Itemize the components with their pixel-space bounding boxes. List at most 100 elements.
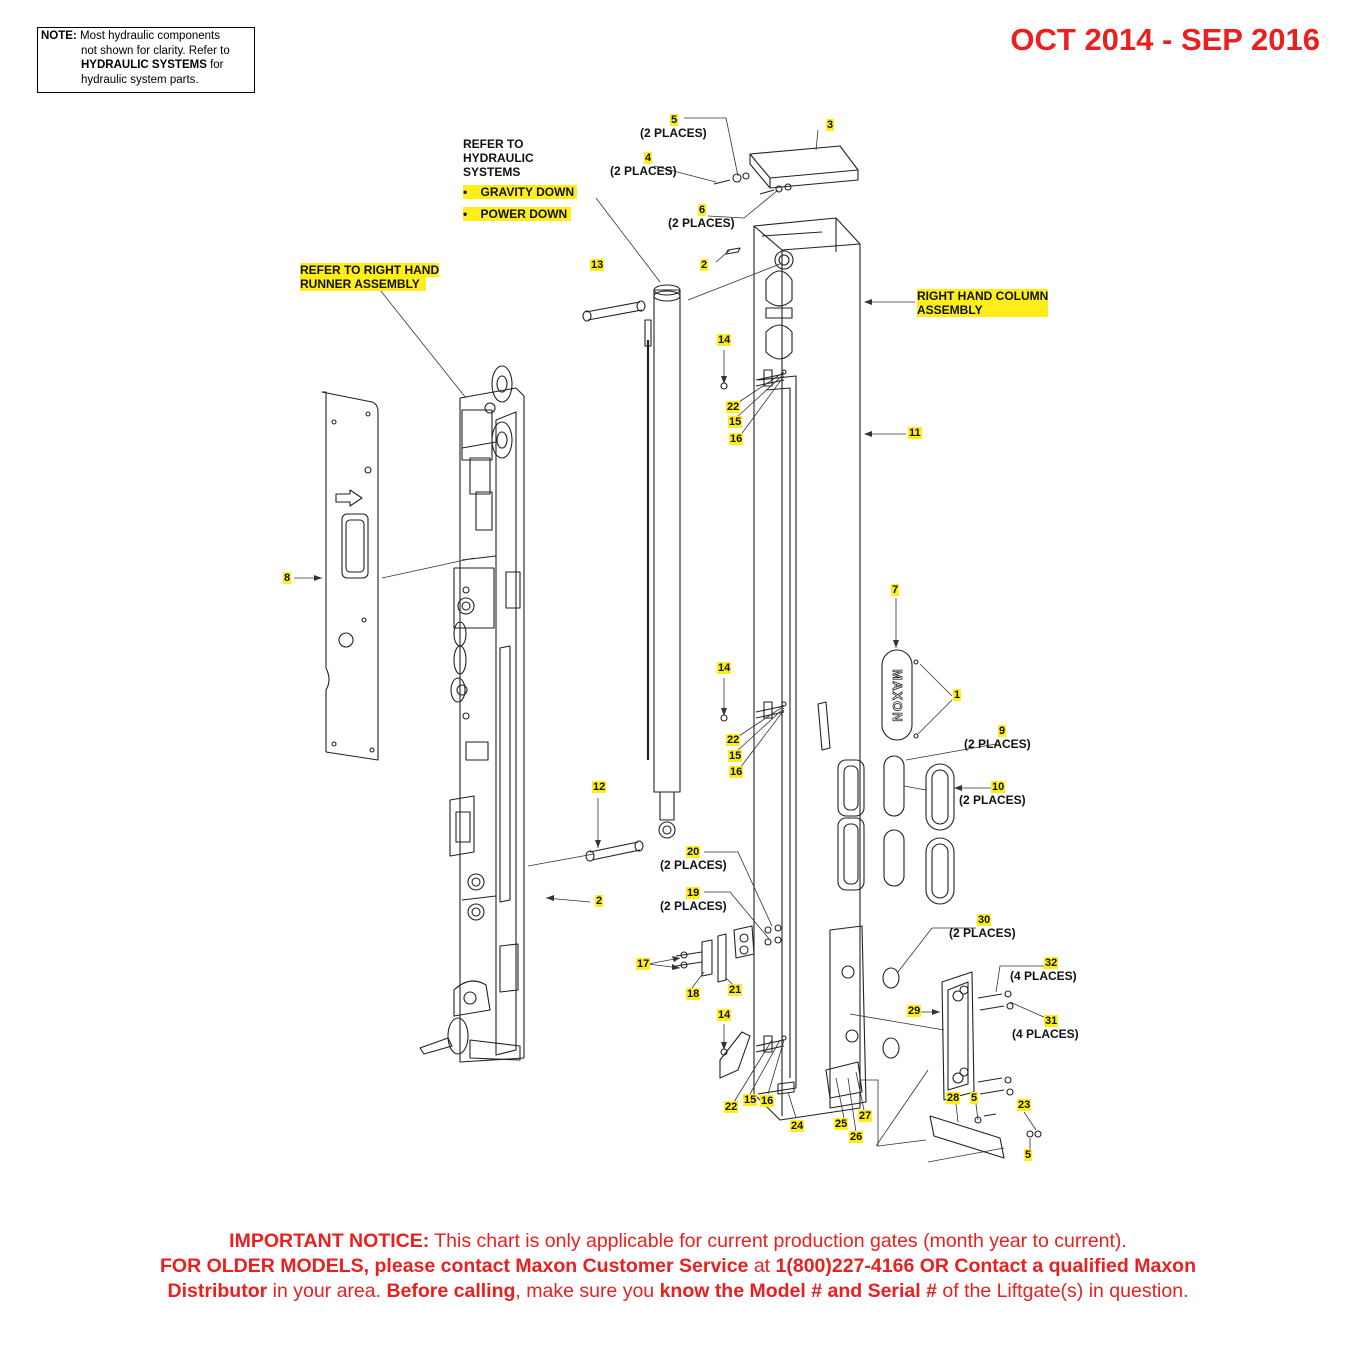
callout-30: 30(2 PLACES) [949,914,1016,940]
callout-number: 14 [717,662,732,674]
bumper-30 [882,967,900,1059]
callout-number: 23 [1017,1099,1032,1111]
callout-11: 11 [908,427,922,440]
notice-c5: know the Model # and Serial # [659,1280,937,1302]
callout-10: 10(2 PLACES) [959,781,1026,807]
column-assembly-label: RIGHT HAND COLUMN ASSEMBLY [917,289,1049,317]
logo-plate-7 [881,649,919,741]
callout-9: 9(2 PLACES) [964,725,1031,751]
callout-number: 4 [644,152,653,164]
callout-number: 11 [908,427,922,439]
callout-17: 17 [636,958,651,971]
notice-b3: 1(800)227-4166 OR Contact a qualified Ma… [775,1255,1196,1277]
callout-8: 8 [283,572,292,585]
callout-13: 13 [590,259,605,272]
callout-places: (2 PLACES) [949,926,1016,940]
callout-number: 1 [953,689,962,701]
maxon-logo: MAXON [890,669,906,723]
notice-c3: Before calling [386,1280,516,1302]
bezel-10 [925,763,955,905]
refer-hydraulic-line2: HYDRAULIC [463,151,534,165]
callout-places: (2 PLACES) [660,858,727,872]
callout-26: 26 [849,1131,864,1144]
callout-number: 16 [729,766,744,778]
callout-21: 21 [728,984,743,997]
callout-3: 3 [826,119,835,132]
callout-number: 19 [686,887,701,899]
callout-number: 15 [728,416,743,428]
mounting-plate-8 [321,391,379,761]
callout-places: (2 PLACES) [610,164,677,178]
refer-runner-line1: REFER TO RIGHT HAND [300,263,440,277]
column-assembly-line2: ASSEMBLY [917,303,1049,317]
leader-arrowheads [314,299,962,1050]
callout-2: 2 [595,895,604,908]
callout-25: 25 [834,1118,849,1131]
callout-4: 4(2 PLACES) [610,152,677,178]
callout-number: 28 [946,1092,961,1104]
callout-number: 31 [1044,1015,1059,1027]
pin-13 [582,300,646,322]
callout-places: (2 PLACES) [964,737,1031,751]
note-line2: not shown for clarity. Refer to [81,44,230,57]
callout-5: 5 [970,1092,979,1105]
callout-16: 16 [729,433,744,446]
column-assembly-line1: RIGHT HAND COLUMN [917,289,1049,303]
callout-places: (4 PLACES) [1012,1027,1079,1041]
refer-hydraulic-line1: REFER TO [463,137,524,151]
callout-22: 22 [726,401,741,414]
callout-number: 14 [717,1009,732,1021]
callout-24: 24 [790,1120,805,1133]
refer-runner-label: REFER TO RIGHT HAND RUNNER ASSEMBLY [300,263,440,291]
callout-number: 17 [636,958,651,970]
callout-5: 5(2 PLACES) [640,114,707,140]
callout-number: 9 [998,725,1007,737]
runner-assembly [419,365,525,1063]
callout-number: 26 [849,1131,864,1143]
callout-22: 22 [724,1101,739,1114]
callout-places: (2 PLACES) [660,899,727,913]
callout-number: 22 [724,1101,739,1113]
callout-18: 18 [686,988,701,1001]
important-notice: IMPORTANT NOTICE: This chart is only app… [20,1229,1336,1304]
callout-number: 2 [595,895,604,907]
callout-number: 5 [970,1092,979,1104]
notice-b2: at [748,1255,776,1277]
callout-19: 19(2 PLACES) [660,887,727,913]
callout-number: 25 [834,1118,849,1130]
top-cap-3 [749,145,859,189]
pin-12 [585,840,644,862]
notice-b1: FOR OLDER MODELS, please contact Maxon C… [160,1255,749,1277]
callout-2: 2 [700,259,709,272]
callout-15: 15 [728,750,743,763]
date-range-title: OCT 2014 - SEP 2016 [1010,22,1320,57]
callout-5: 5 [1024,1149,1033,1162]
option-gravity-down: • GRAVITY DOWN [463,185,578,199]
callout-number: 3 [826,119,835,131]
callout-23: 23 [1017,1099,1032,1112]
callout-7: 7 [891,584,900,597]
note-line3-rest: for [206,59,224,71]
column-11 [753,217,867,1121]
callout-16: 16 [729,766,744,779]
refer-runner-line2: RUNNER ASSEMBLY [300,277,426,291]
callout-number: 5 [1024,1149,1033,1161]
option-power-down-text: POWER DOWN [480,207,568,221]
callout-14: 14 [717,662,732,675]
callout-number: 15 [728,750,743,762]
lens-9 [883,755,905,887]
callout-number: 16 [729,433,744,445]
callout-number: 10 [991,781,1006,793]
notice-c4: , make sure you [515,1280,660,1302]
callout-31: 31(4 PLACES) [1012,1015,1079,1041]
callout-number: 6 [698,204,707,216]
note-box: NOTE: Most hydraulic components not show… [37,27,255,93]
callout-number: 2 [700,259,709,271]
callout-number: 30 [977,914,992,926]
callout-number: 13 [590,259,605,271]
notice-c1: Distributor [167,1280,268,1302]
wear-plate-29 [941,971,975,1101]
note-line3-bold: HYDRAULIC SYSTEMS [81,59,207,71]
notice-c2: in your area. [267,1280,387,1302]
